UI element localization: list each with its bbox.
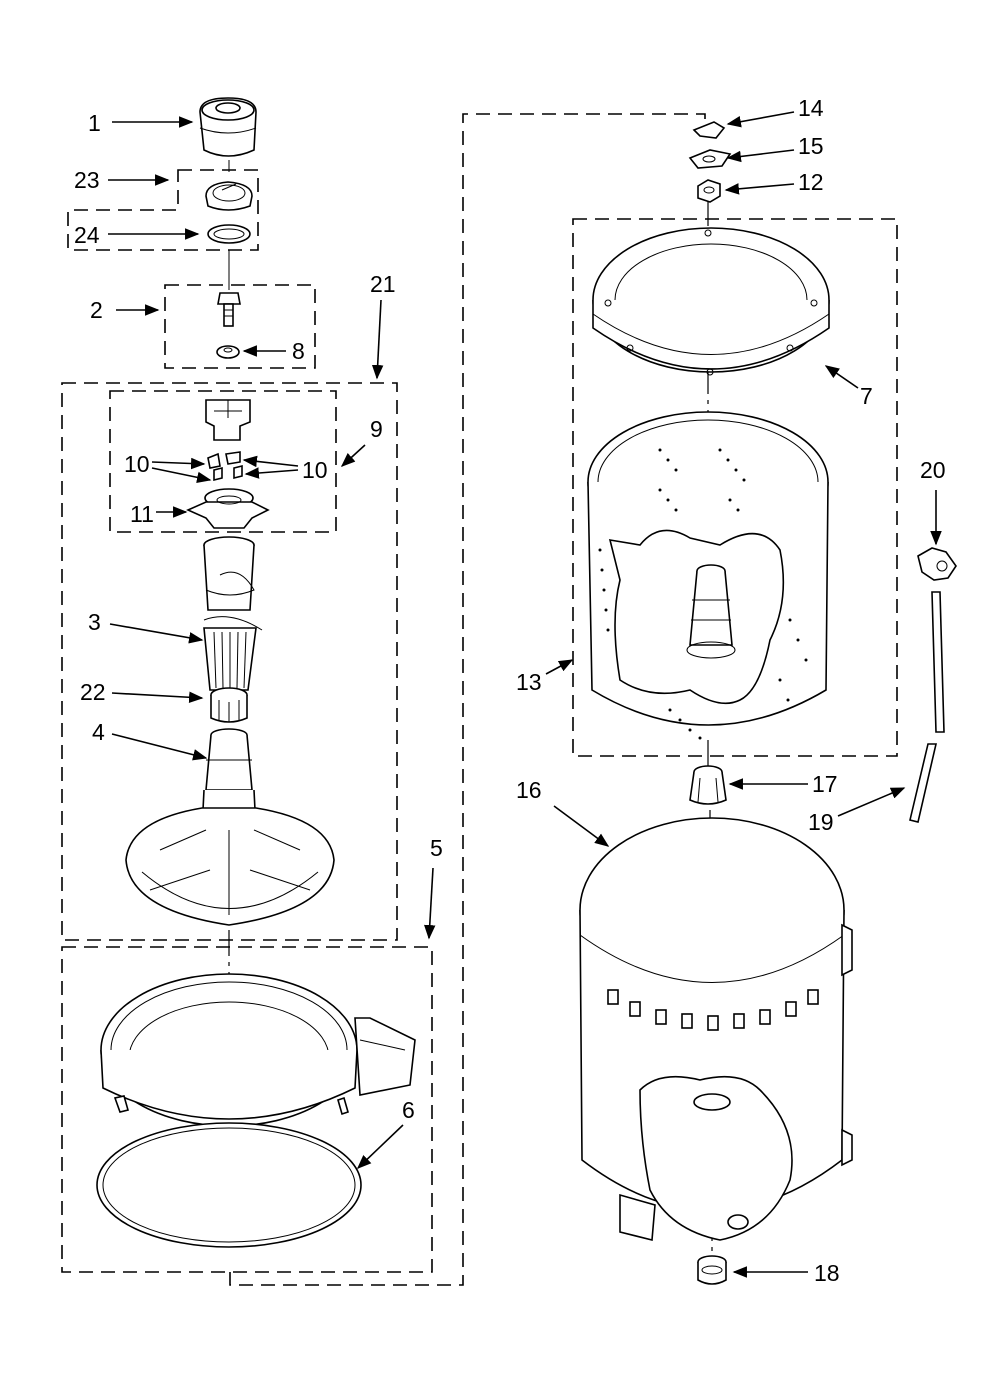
part-22-bearing: [210, 687, 248, 723]
callout-19: 19: [808, 809, 834, 835]
callout-10-right: 10: [302, 457, 328, 483]
callout-16: 16: [516, 777, 542, 803]
callout-3: 3: [88, 609, 101, 635]
callout-11: 11: [130, 501, 154, 527]
group-box-9: [109, 390, 337, 533]
part-13-spin-basket: [587, 411, 829, 740]
part-18-drain-plug: [697, 1255, 727, 1285]
callout-18: 18: [814, 1260, 840, 1286]
part-3-auger: [203, 536, 263, 691]
basket-perforations: [598, 448, 808, 740]
part-19-hose: [909, 591, 945, 823]
callout-7: 7: [860, 383, 873, 409]
callout-2: 2: [90, 297, 103, 323]
leader-arrows: [108, 111, 942, 1278]
callout-1: 1: [88, 110, 101, 136]
part-14-clip: [692, 121, 726, 139]
part-24-washer: [207, 224, 251, 244]
callout-24: 24: [74, 222, 100, 248]
part-5-tub-ring: [100, 973, 416, 1161]
part-1-agitator-cap: [199, 97, 257, 157]
group-box-5: [61, 946, 433, 1273]
group-box-2: [164, 284, 316, 369]
callout-13: 13: [516, 669, 542, 695]
callout-14: 14: [798, 95, 824, 121]
callout-8: 8: [292, 338, 305, 364]
part-6-tub-seal: [96, 1122, 362, 1248]
callout-6: 6: [402, 1097, 415, 1123]
part-15-plate: [688, 149, 732, 169]
callout-20: 20: [920, 457, 946, 483]
part-4-agitator-base: [125, 728, 335, 926]
group-box-7-13: [572, 218, 898, 757]
callout-21: 21: [370, 271, 396, 297]
tub-tabs: [607, 989, 819, 1031]
callout-9: 9: [370, 416, 383, 442]
group-box-23-24: [67, 169, 259, 251]
part-16-outer-tub: [579, 817, 853, 1242]
callout-15: 15: [798, 133, 824, 159]
part-23-cover: [205, 181, 253, 211]
part-17-hub: [689, 765, 727, 805]
part-9-cam: [205, 399, 251, 441]
part-2-bolt: [217, 292, 241, 327]
part-20-clip: [917, 547, 957, 581]
callout-23: 23: [74, 167, 100, 193]
part-8-seal: [216, 345, 240, 359]
part-10-dogs: [207, 451, 243, 482]
callout-10-left: 10: [124, 451, 150, 477]
callout-17: 17: [812, 771, 838, 797]
callout-4: 4: [92, 719, 105, 745]
assembly-link-line: [229, 113, 706, 1286]
part-7-balance-ring: [592, 227, 830, 376]
callout-12: 12: [798, 169, 824, 195]
part-11-retainer: [186, 488, 270, 529]
callout-5: 5: [430, 835, 443, 861]
callout-22: 22: [80, 679, 106, 705]
callout-labels: 1 23 24 2 8 21 9 10 10 11 3 22 4 5 6 14 …: [74, 95, 946, 1286]
part-12-nut: [697, 179, 721, 203]
